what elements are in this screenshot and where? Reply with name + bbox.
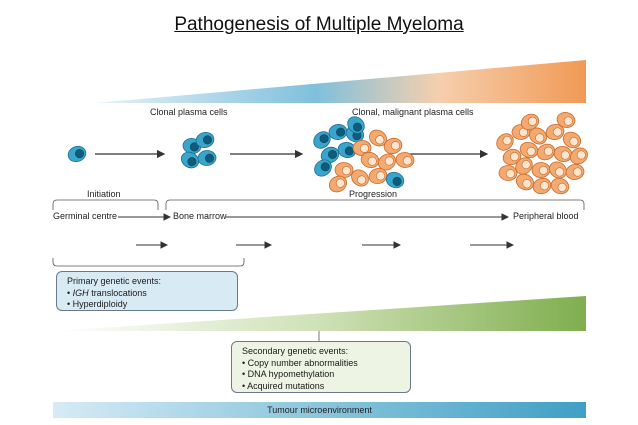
label-initiation: Initiation (87, 189, 121, 199)
malignant-cell (368, 168, 388, 184)
malignant-cell (334, 162, 354, 178)
malignant-cell (328, 175, 348, 193)
malignant-cell (515, 157, 533, 175)
clonal-cell (347, 116, 365, 134)
malignant-cell (502, 148, 522, 166)
label-malignant-cells: Clonal, malignant plasma cells (352, 107, 474, 117)
initiation-bracket (52, 199, 159, 210)
malignant-cell (553, 146, 573, 162)
malignant-cell (395, 152, 415, 168)
malignant-cell (360, 151, 380, 169)
malignant-cell (570, 147, 588, 165)
malignant-cell (352, 140, 372, 156)
malignant-cell (549, 161, 567, 179)
malignant-cell (383, 137, 403, 155)
malignant-cell (536, 143, 556, 161)
malignant-cell (562, 131, 582, 149)
malignant-cell (378, 153, 396, 171)
microenvironment-label: Tumour microenvironment (267, 405, 372, 415)
malignant-cell (531, 162, 551, 178)
plasma-cell-clusters (67, 112, 588, 195)
primary-bracket (52, 258, 245, 267)
clonal-cell (337, 142, 357, 158)
label-peripheral-blood: Peripheral blood (513, 211, 579, 221)
label-progression: Progression (349, 189, 398, 199)
clonal-cell (197, 150, 217, 166)
malignant-cell (496, 133, 514, 151)
primary-heading: Primary genetic events: (67, 276, 162, 286)
secondary-heading: Secondary genetic events: (242, 346, 349, 356)
page-title: Pathogenesis of Multiple Myeloma (174, 14, 464, 35)
clonal-cell (313, 131, 331, 149)
stage-mgus: MGUS (190, 239, 216, 250)
label-germinal-centre: Germinal centre (53, 211, 118, 221)
malignant-cell (529, 127, 547, 145)
igh-term: IGH (72, 287, 89, 298)
malignant-cell (369, 129, 387, 147)
hyperdiploidy: Hyperdiploidy (72, 299, 128, 310)
clonal-cell (314, 159, 332, 177)
microenvironment-bar (53, 402, 586, 418)
clonal-cell (67, 145, 87, 163)
clonal-cell (195, 131, 215, 149)
secondary-wedge (53, 296, 586, 331)
malignant-cell (351, 169, 369, 187)
primary-events-box: Primary genetic events: • IGH translocat… (56, 271, 238, 311)
malignant-cell (556, 112, 576, 128)
clonal-cell (328, 124, 348, 140)
malignant-cell (532, 177, 552, 195)
malignant-cell (520, 113, 540, 131)
malignant-cell (565, 164, 585, 180)
malignant-cell (545, 124, 565, 140)
secondary-events-box: Secondary genetic events: • Copy number … (231, 341, 411, 393)
label-clonal-cells: Clonal plasma cells (150, 107, 228, 117)
malignant-cell (498, 165, 518, 181)
clonal-cell (385, 171, 405, 189)
malignant-cell (515, 173, 535, 191)
clonal-cell (180, 151, 200, 169)
label-bone-marrow: Bone marrow (173, 211, 227, 221)
progression-wedge-top (95, 60, 586, 103)
progression-bracket (165, 199, 585, 210)
malignant-cell (550, 177, 570, 195)
